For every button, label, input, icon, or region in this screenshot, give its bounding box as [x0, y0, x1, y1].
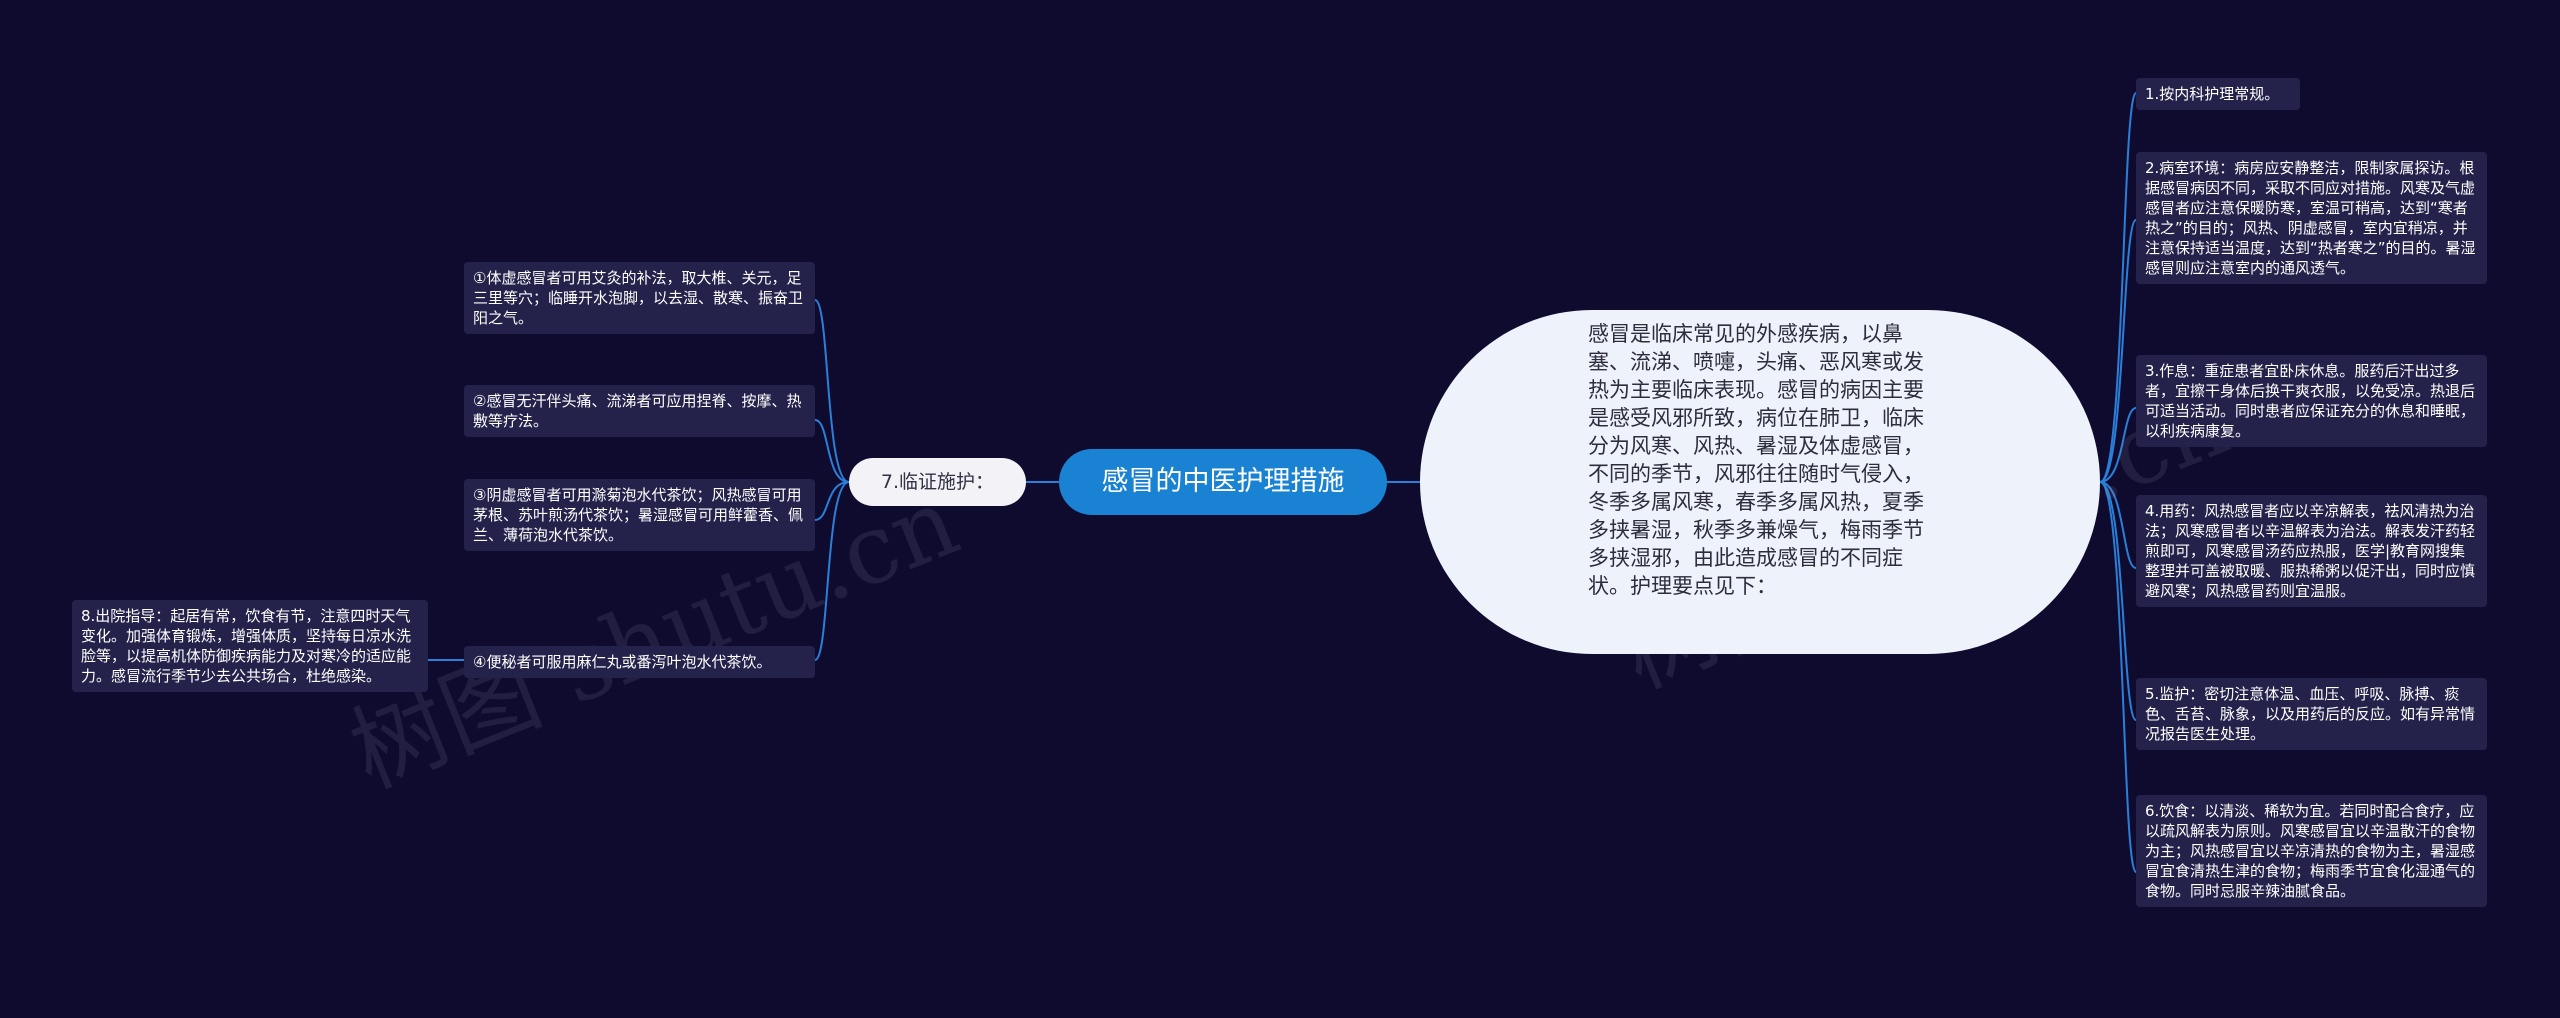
left-item-2[interactable]: ②感冒无汗伴头痛、流涕者可应用捏脊、按摩、热敷等疗法。 — [464, 385, 815, 437]
right-item-3[interactable]: 3.作息：重症患者宜卧床休息。服药后汗出过多者，宜擦干身体后换干爽衣服，以免受凉… — [2136, 355, 2487, 447]
connector-right-2 — [2099, 219, 2137, 483]
connector-left-2 — [814, 419, 850, 483]
connector-left-1 — [814, 299, 850, 483]
right-item-1[interactable]: 1.按内科护理常规。 — [2136, 78, 2300, 110]
summary-text: 感冒是临床常见的外感疾病，以鼻塞、流涕、喷嚏，头痛、恶风寒或发热为主要临床表现。… — [1588, 322, 1924, 598]
connector-right-5 — [2099, 481, 2137, 721]
right-item-2[interactable]: 2.病室环境：病房应安静整洁，限制家属探访。根据感冒病因不同，采取不同应对措施。… — [2136, 152, 2487, 284]
far-left-item-8[interactable]: 8.出院指导：起居有常，饮食有节，注意四时天气变化。加强体育锻炼，增强体质，坚持… — [72, 600, 428, 692]
summary-bubble[interactable] — [1420, 310, 2100, 654]
left-item-4[interactable]: ④便秘者可服用麻仁丸或番泻叶泡水代茶饮。 — [464, 646, 815, 678]
connector-right-3 — [2099, 407, 2137, 483]
left-item-1[interactable]: ①体虚感冒者可用艾灸的补法，取大椎、关元，足三里等穴；临睡开水泡脚，以去湿、散寒… — [464, 262, 815, 334]
right-item-4[interactable]: 4.用药：风热感冒者应以辛凉解表，祛风清热为治法；风寒感冒者以辛温解表为治法。解… — [2136, 495, 2487, 607]
connector-right-4 — [2099, 481, 2137, 569]
central-topic[interactable]: 感冒的中医护理措施 — [1059, 449, 1387, 515]
connector-left-3 — [814, 481, 850, 521]
branch-label-7[interactable]: 7.临证施护： — [849, 458, 1026, 506]
right-item-5[interactable]: 5.监护：密切注意体温、血压、呼吸、脉搏、痰色、舌苔、脉象，以及用药后的反应。如… — [2136, 678, 2487, 750]
connector-left-4 — [814, 481, 850, 661]
connector-right-6 — [2099, 481, 2137, 873]
left-item-3[interactable]: ③阴虚感冒者可用滁菊泡水代茶饮；风热感冒可用茅根、苏叶煎汤代茶饮；暑湿感冒可用鲜… — [464, 479, 815, 551]
connector-right-1 — [2099, 92, 2137, 483]
right-item-6[interactable]: 6.饮食：以清淡、稀软为宜。若同时配合食疗，应以疏风解表为原则。风寒感冒宜以辛温… — [2136, 795, 2487, 907]
